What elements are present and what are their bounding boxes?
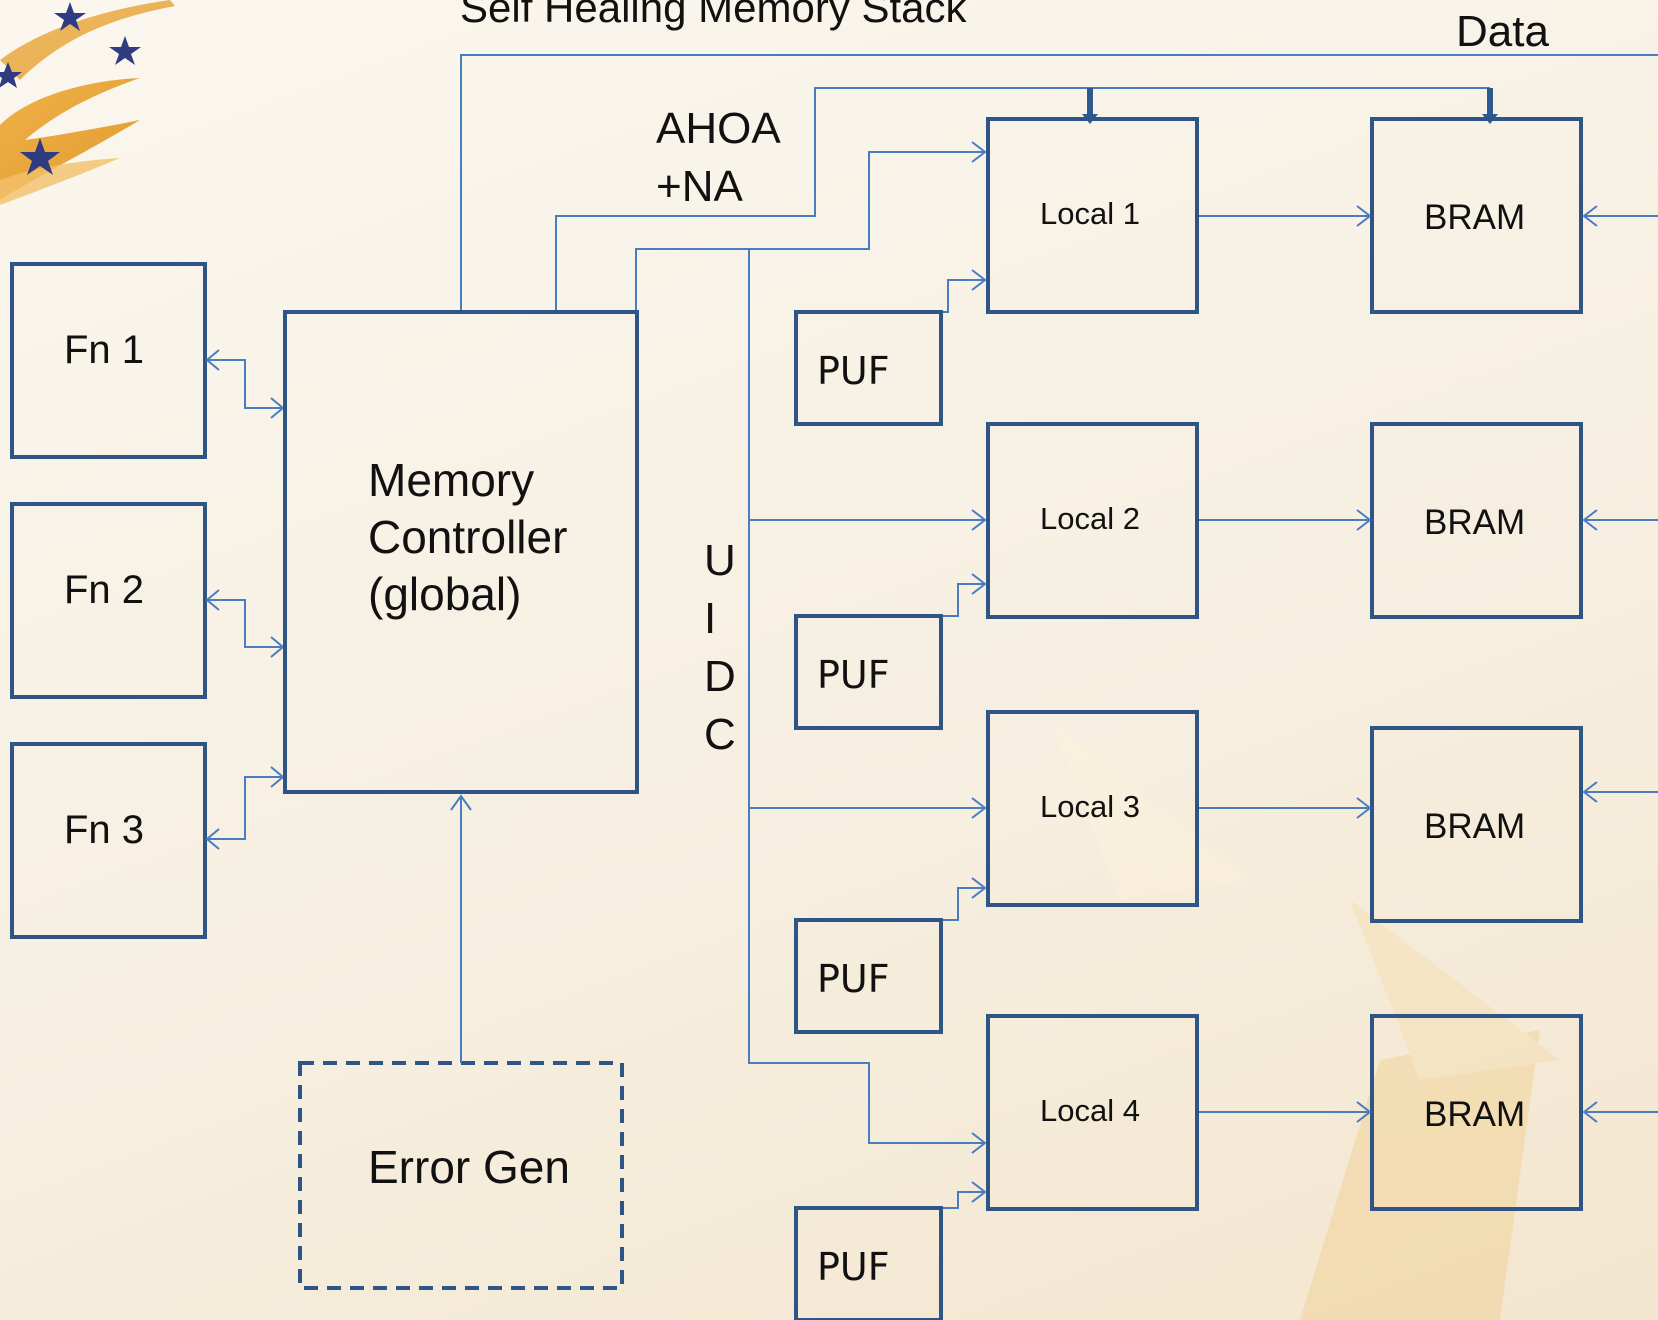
local-label: Local 4 [1040,1093,1140,1128]
star-icon [20,138,60,175]
star-icon [0,62,22,88]
local-box-1 [986,117,1199,314]
local-box-3 [986,710,1199,907]
ahoa-label: AHOA [656,104,781,153]
local-label: Local 2 [1040,501,1140,536]
uidc-letter: I [704,594,716,643]
uidc-letter: D [704,652,736,701]
puf-box-1 [794,310,943,426]
bram-box-3 [1370,726,1583,923]
puf-box-3 [794,918,943,1034]
background-decoration [1050,720,1560,1320]
controller-label: Controller [368,511,567,563]
local2-to-bram-arrow [1199,509,1372,531]
bram-label: BRAM [1424,807,1525,846]
controller-label: Memory [368,454,534,506]
bram1-input-arrow [1582,205,1658,227]
local-box-4 [986,1014,1199,1211]
puf-label: PUF [817,957,890,1001]
puf-label: PUF [817,653,890,697]
arrow-head-icon [971,797,987,819]
memory-controller-box [283,310,639,794]
arrow-head-icon [971,141,987,163]
data-wire [460,54,1658,311]
error-gen-label: Error Gen [368,1141,570,1193]
local-label: Local 1 [1040,196,1140,231]
fn-label: Fn 1 [64,328,144,372]
star-icon [109,36,141,65]
puf3-connector [943,877,987,921]
uidc-letter: U [704,536,736,585]
controller-label: (global) [368,568,521,620]
fn-box-1 [10,262,207,459]
fn-box-3 [10,742,207,939]
local-label: Local 3 [1040,789,1140,824]
bram4-input-arrow [1582,1101,1658,1123]
arrow-head-icon [971,509,987,531]
bram2-input-arrow [1582,509,1658,531]
bram-box-4 [1370,1014,1583,1211]
ahoa-label-line2: +NA [656,162,743,211]
bram-label: BRAM [1424,503,1525,542]
data-label: Data [1456,7,1549,56]
bram-box-1 [1370,117,1583,314]
puf-box-2 [794,614,943,730]
fn2-connector [205,589,285,658]
puf2-connector [943,573,987,617]
local-box-2 [986,422,1199,619]
fn1-connector [205,349,285,419]
uidc-wire-local1 [635,151,985,311]
arrow-head-icon [450,794,472,811]
bram3-input-arrow [1582,781,1658,803]
local3-to-bram-arrow [1199,797,1372,819]
puf1-connector [943,269,987,313]
puf4-connector [943,1181,987,1209]
puf-box-4 [794,1206,943,1320]
arrow-head-icon [971,1132,987,1154]
ahoa-wire [555,87,1490,311]
uidc-letter: C [704,710,736,759]
fn-box-2 [10,502,207,699]
bram-box-2 [1370,422,1583,619]
uidc-bus [748,249,985,1144]
fn-label: Fn 2 [64,568,144,612]
logo [0,0,175,205]
bram-label: BRAM [1424,198,1525,237]
puf-label: PUF [817,1245,890,1289]
star-icon [54,2,86,31]
local1-to-bram-arrow [1199,205,1372,227]
fn-label: Fn 3 [64,808,144,852]
fn3-connector [205,766,285,850]
local4-to-bram-arrow [1199,1101,1372,1123]
diagram-title: Self Healing Memory Stack [460,0,968,31]
bram-label: BRAM [1424,1095,1525,1134]
puf-label: PUF [817,349,890,393]
